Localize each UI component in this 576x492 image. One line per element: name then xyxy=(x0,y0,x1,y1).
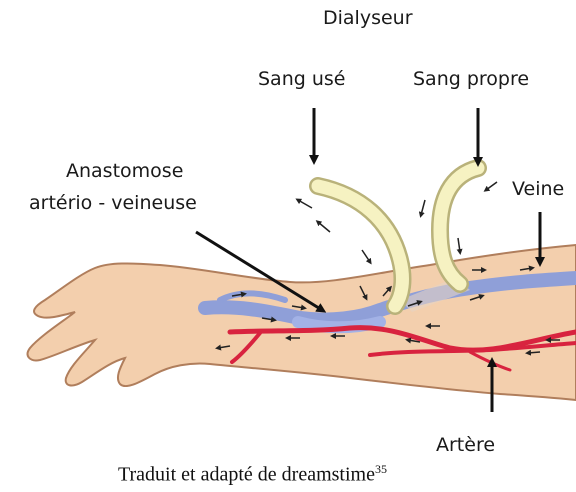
caption-text: Traduit et adapté de dreamstime xyxy=(118,464,375,486)
anastomosis-label-line1: Anastomose xyxy=(66,160,183,183)
used-blood-label: Sang usé xyxy=(258,68,345,91)
anastomosis-label-line2: artério - veineuse xyxy=(29,192,197,215)
clean-blood-label: Sang propre xyxy=(413,68,529,91)
caption-reference: 35 xyxy=(375,462,387,476)
artery-label: Artère xyxy=(436,434,495,457)
dialyzer-label: Dialyseur xyxy=(323,7,413,30)
source-caption: Traduit et adapté de dreamstime35 xyxy=(118,462,387,487)
vein-label: Veine xyxy=(512,178,564,201)
